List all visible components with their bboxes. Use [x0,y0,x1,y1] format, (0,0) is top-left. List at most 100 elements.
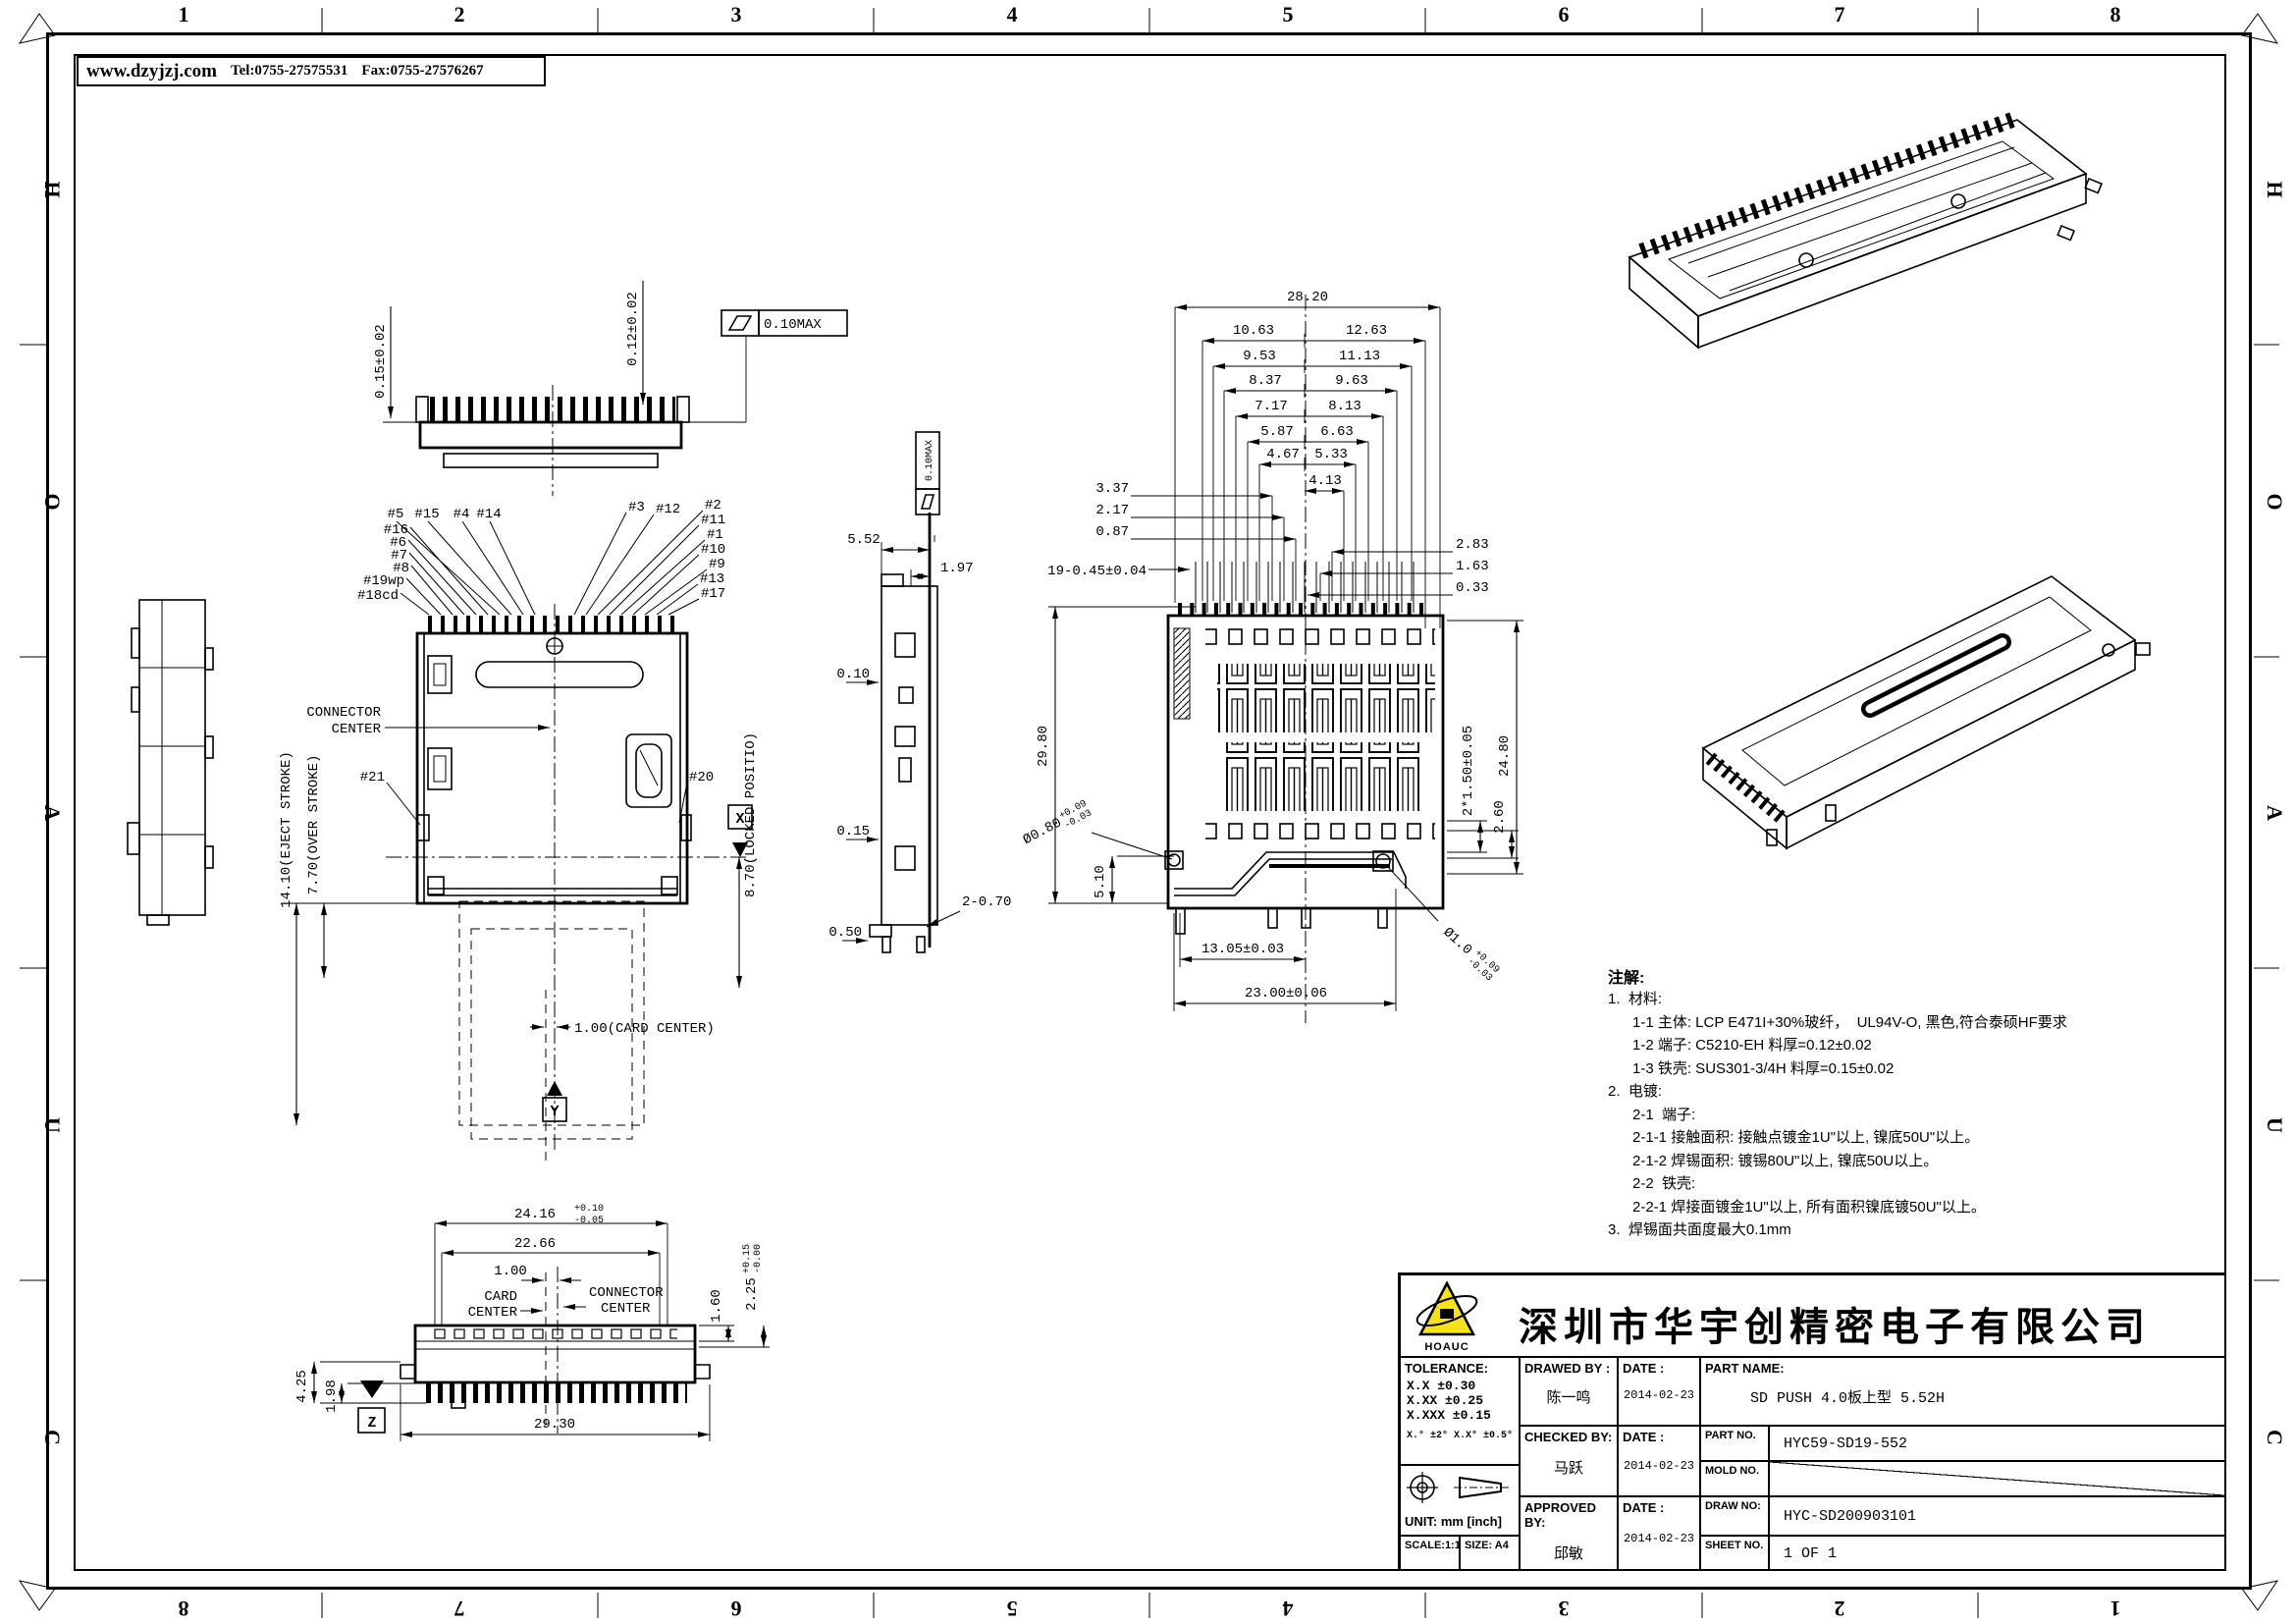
dim-413: 4.13 [1308,473,1342,489]
pin-label: #17 [701,586,725,602]
dim-225: 2.25 [744,1277,760,1311]
dim-217: 2.17 [1095,503,1129,518]
connector-center-label: CONNECTOR [589,1285,664,1301]
flatness-value: 0.10MAX [764,317,822,333]
approved-label: APPROVED BY: [1524,1500,1596,1530]
outer-border [46,32,2252,1590]
dim-pair: 11.13 [1339,349,1380,364]
checked-name: 马跃 [1553,1460,1583,1477]
dim-163: 1.63 [1456,559,1489,574]
zone-col-top-5: 5 [1282,2,1294,27]
dim-283: 2.83 [1456,537,1489,553]
note-line: 2-1-1 接触面积: 接触点镀金1U"以上, 镍底50U"以上。 [1608,1129,1980,1146]
pin-label: #4 [454,507,470,522]
zone-col-top-8: 8 [2109,2,2121,27]
drawed-label: DRAWED BY : [1524,1361,1611,1376]
svg-text:HOAUC: HOAUC [1424,1341,1468,1353]
notes-title: 注解: [1608,970,1645,987]
corner-marks [18,13,2279,1611]
pin-label: #2 [705,498,721,514]
note-line: 2. 电镀: [1608,1083,1663,1100]
company-name: 深圳市华宇创精密电子有限公司 [1519,1305,2151,1349]
dim-pair: 4.67 [1266,447,1300,462]
dim-010: 0.10 [836,667,870,682]
side-section-view: 0.10MAX 5.52 1.97 0.10 0.15 0.50 2-0.70 [828,431,1011,953]
pin-label: #14 [476,507,501,522]
pin-label: #16 [384,522,408,538]
pin-label: #15 [414,507,439,522]
datum-z-label: Z [367,1415,376,1432]
pin-label: #8 [393,561,409,576]
website-link[interactable]: www.dzyjzj.com [86,60,217,81]
dim-shell-thickness: 0.15±0.02 [373,324,389,399]
note-line: 3. 焊锡面共面度最大0.1mm [1608,1221,1791,1238]
checked-label: CHECKED BY: [1524,1430,1613,1444]
dim-pair: 8.13 [1328,399,1362,414]
dim-eject-stroke: 14.10(EJECT STROKE) [279,751,294,908]
sheetno-value-cell: 1 OF 1 [1769,1536,2225,1570]
approved-name: 邱敏 [1553,1545,1583,1562]
zone-col-top-6: 6 [1558,2,1570,27]
dim-100: 1.00 [494,1264,527,1279]
checked-cell: CHECKED BY: 马跃 [1520,1426,1618,1496]
dim-pair: 5.87 [1260,424,1294,440]
note-line: 1. 材料: [1608,991,1663,1007]
dim-pair: 10.63 [1233,323,1274,339]
pin-label: #9 [709,557,725,572]
dim-050: 0.50 [828,925,862,941]
dim-425: 4.25 [294,1370,310,1403]
zone-col-top-7: 7 [1834,2,1845,27]
note-line: 1-1 主体: LCP E471I+30%玻纤， UL94V-O, 黑色,符合泰… [1608,1013,2067,1031]
dim-2-070: 2-0.70 [962,894,1011,910]
pin-label: #5 [388,507,404,522]
note-line: 2-1-2 焊锡面积: 镀锡80U"以上, 镍底50U以上。 [1608,1152,1939,1169]
tolerance-cell: TOLERANCE: X.X ±0.30 X.XX ±0.25 X.XXX ±0… [1400,1357,1520,1465]
pin-label: #1 [707,527,723,543]
drawno-value: HYC-SD200903101 [1784,1508,1917,1525]
dim-260: 2.60 [1492,800,1508,834]
dim-pair: 9.63 [1335,373,1368,389]
drawno-label: DRAW NO: [1705,1500,1761,1512]
date-label: DATE : [1623,1500,1665,1515]
approved-cell: APPROVED BY: 邱敏 [1520,1496,1618,1570]
partno-value-cell: HYC59-SD19-552 [1769,1426,2225,1461]
dim-197: 1.97 [940,561,974,576]
partno-label: PART NO. [1705,1430,1756,1441]
pin-label: #19wp [363,573,404,589]
dim-160: 1.60 [709,1289,724,1323]
note-line: 1-2 端子: C5210-EH 料厚=0.12±0.02 [1608,1037,1872,1054]
connector-center-label: CENTER [601,1301,651,1317]
datum-y-label: Y [550,1104,559,1120]
header-contact-box: www.dzyjzj.com Tel:0755-27575531 Fax:075… [77,56,546,86]
pin21-label: #21 [360,770,385,785]
dim-terminal-thickness: 0.12±0.02 [625,292,641,366]
company-row: HOAUC 深圳市华宇创精密电子有限公司 [1400,1274,2225,1357]
pin-label: #13 [700,571,724,587]
main-top-view: #5 #15 #4 #14 #16 #6 #7 #8 #19wp #18cd #… [279,498,759,1164]
drawno-label-cell: DRAW NO: [1700,1496,1769,1536]
partname-value: SD PUSH 4.0板上型 5.52H [1750,1390,1946,1407]
fax-text: Fax:0755-27576267 [361,63,484,79]
dim-pair: 12.63 [1346,323,1387,339]
datum-x-label: X [735,811,744,828]
dim-337: 3.37 [1095,481,1129,497]
dim-2416-tol-plus: +0.10 [574,1204,604,1215]
tolerance-label: TOLERANCE: [1405,1361,1488,1376]
zone-col-top-1: 1 [178,2,189,27]
dim-2930: 29.30 [534,1417,575,1433]
zone-col-top-4: 4 [1006,2,1018,27]
pin-label: #11 [701,513,725,528]
dim-2980: 29.80 [1036,726,1051,767]
connector-center-label: CONNECTOR [306,705,381,721]
dim-510: 5.10 [1093,865,1108,898]
drawed-date: 2014-02-23 [1623,1388,1694,1402]
dim-2266: 22.66 [514,1236,556,1252]
dim-pair: 7.17 [1255,399,1288,414]
dim-locked-position: 8.70(LOCKED POSITIO) [743,732,759,897]
dim-pair: 8.37 [1249,373,1282,389]
note-line: 2-1 端子: [1608,1106,1696,1123]
pin-label: #10 [701,542,725,558]
card-center-label: CARD [484,1289,517,1305]
sheetno-value: 1 OF 1 [1784,1545,1838,1562]
